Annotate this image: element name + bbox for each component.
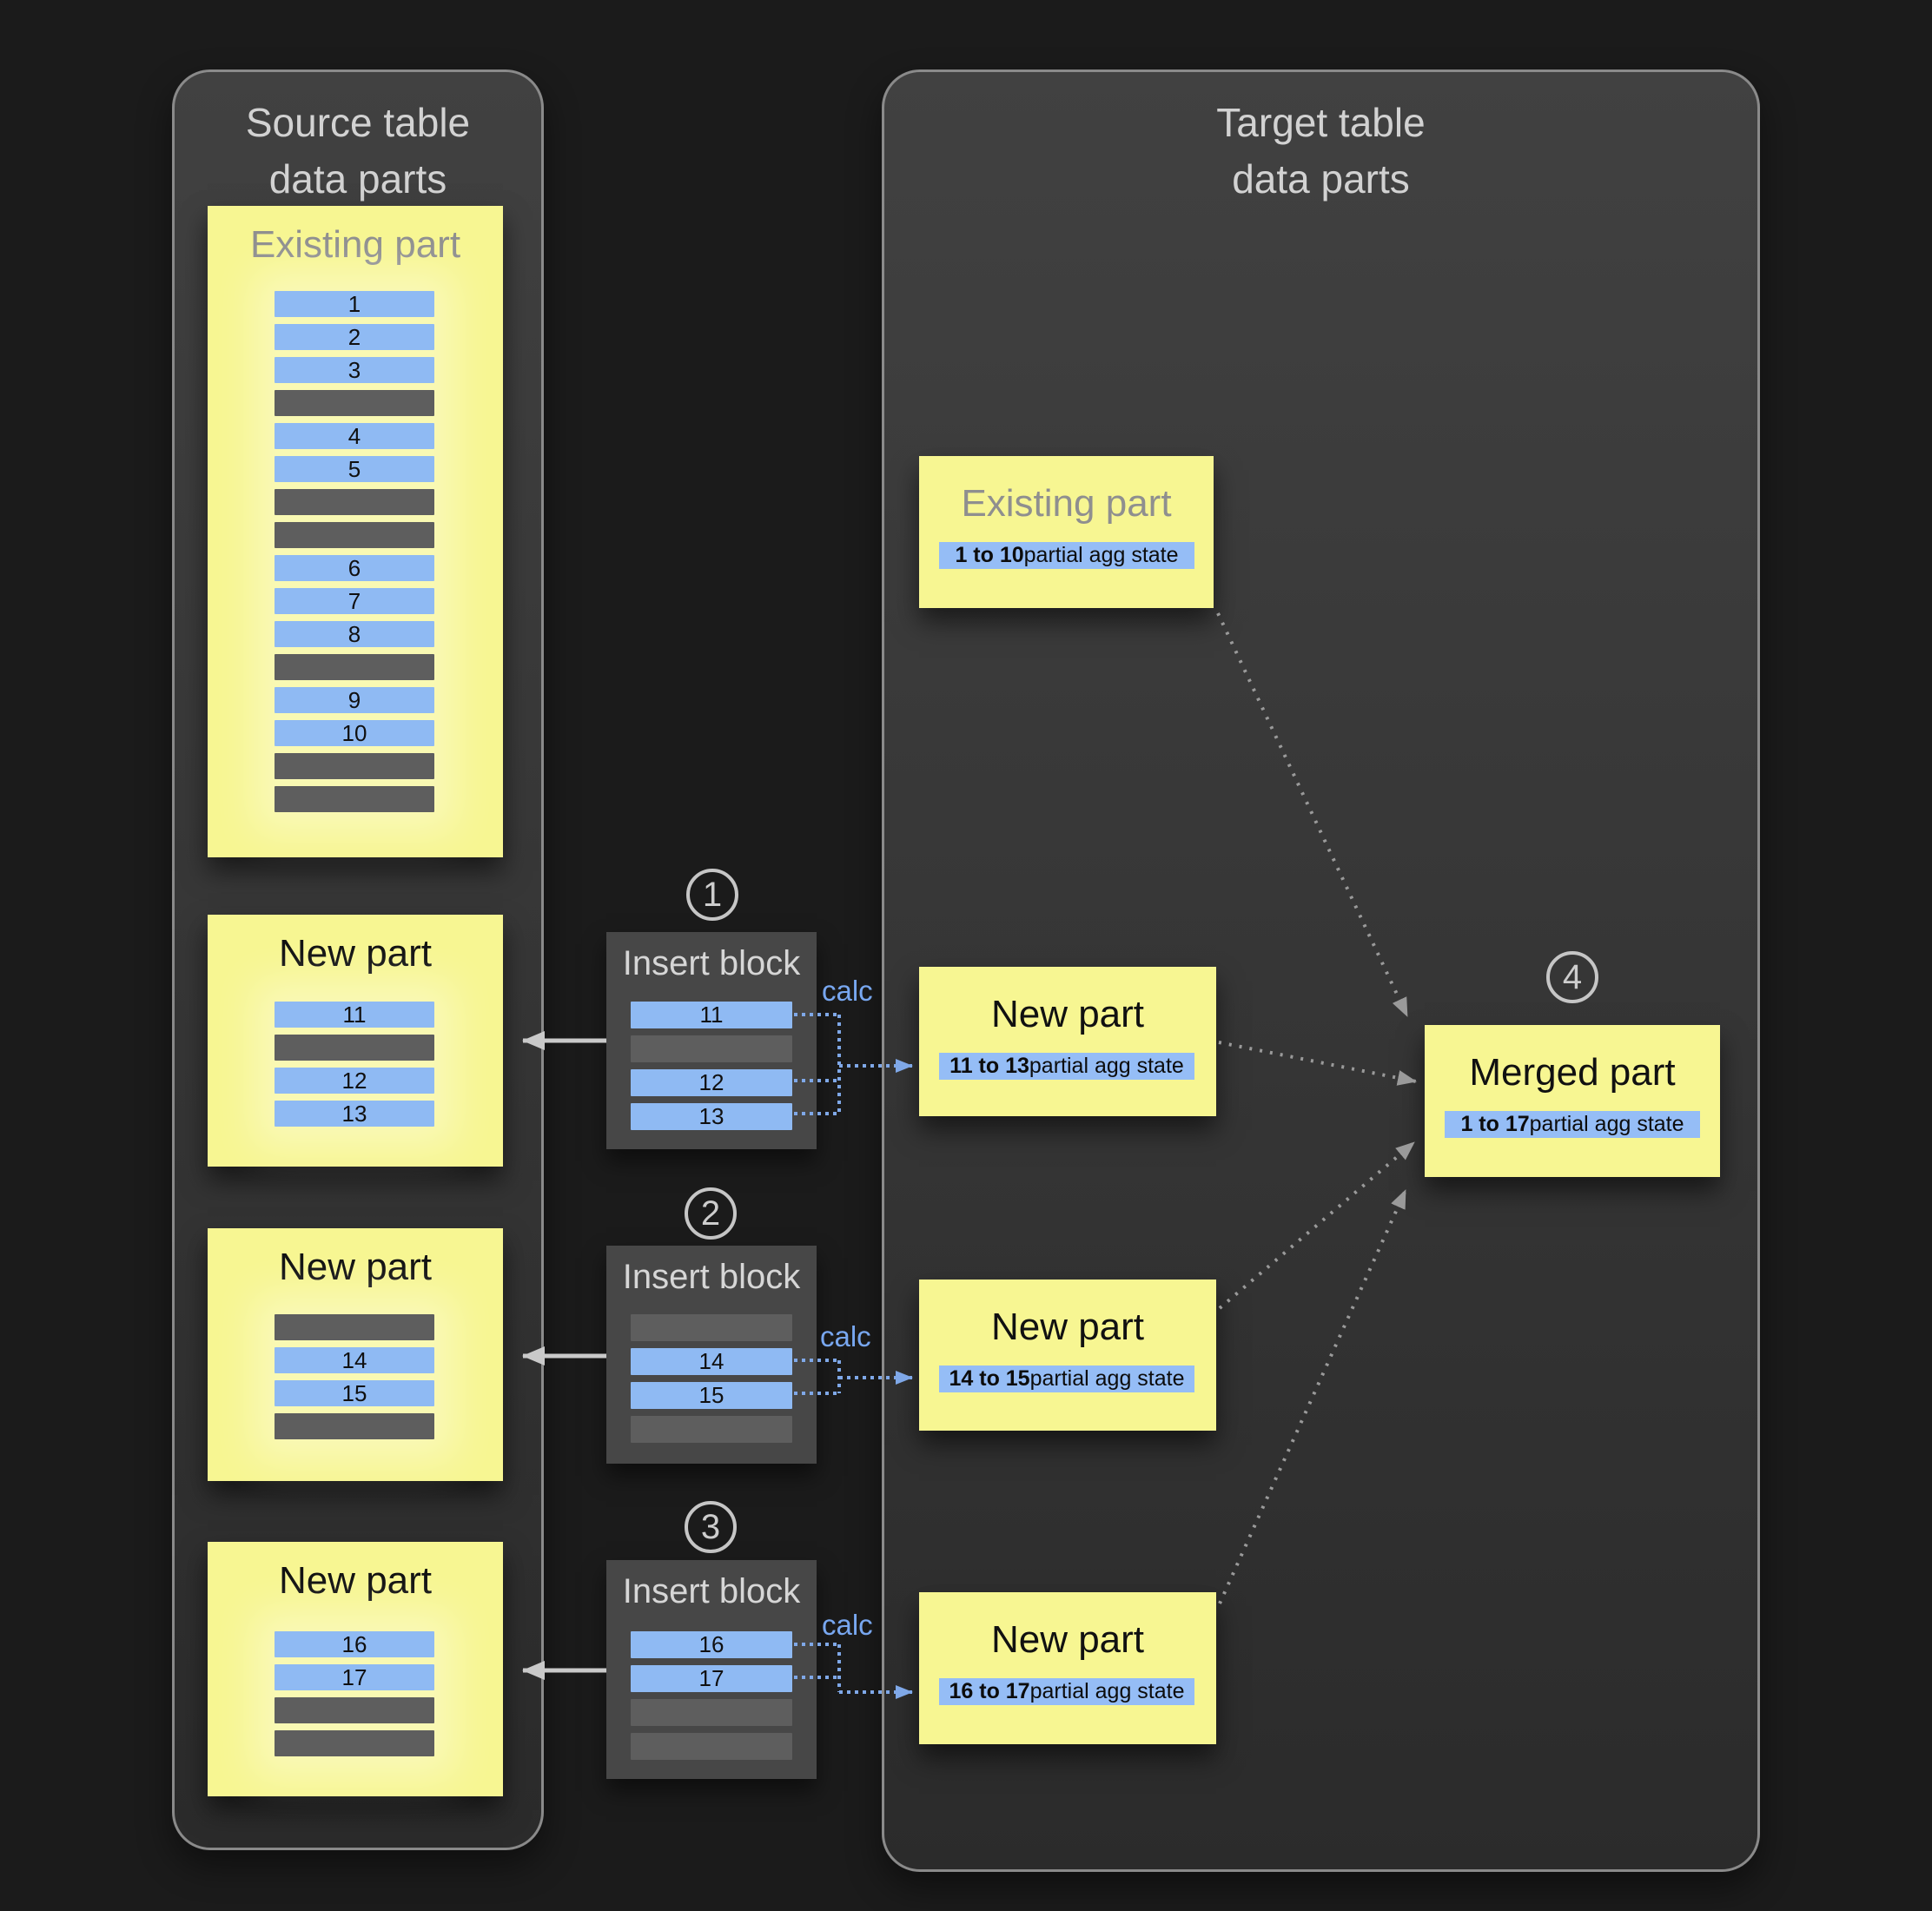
agg-label: partial agg state xyxy=(1023,543,1179,567)
data-row-15: 15 xyxy=(631,1382,792,1409)
insert-block-1-title: Insert block xyxy=(622,944,801,982)
source-existing-part-rows: 1 2 3 4 5 6 7 8 9 10 xyxy=(275,291,434,812)
data-row-empty xyxy=(631,1035,792,1062)
merged-part: Merged part 1 to 17 partial agg state xyxy=(1425,1025,1720,1177)
agg-range: 1 to 10 xyxy=(955,543,1024,567)
agg-state-strip-new-3: 16 to 17 partial agg state xyxy=(939,1678,1194,1705)
merged-part-title: Merged part xyxy=(1469,1051,1676,1094)
target-new-part-1: New part 11 to 13 partial agg state xyxy=(919,967,1216,1116)
target-new-part-3-title: New part xyxy=(990,1618,1145,1661)
data-row-empty xyxy=(275,753,434,779)
data-row-empty xyxy=(631,1416,792,1443)
calc-label-1: calc xyxy=(822,975,873,1007)
agg-range: 16 to 17 xyxy=(949,1679,1030,1703)
data-row-empty xyxy=(275,1413,434,1439)
data-row-13: 13 xyxy=(275,1101,434,1127)
data-row-5: 5 xyxy=(275,456,434,482)
source-panel-title-line2: data parts xyxy=(268,156,447,202)
data-row-16: 16 xyxy=(275,1631,434,1657)
target-panel-title: Target table data parts xyxy=(884,95,1757,208)
data-row-empty xyxy=(631,1699,792,1726)
data-row-9: 9 xyxy=(275,687,434,713)
agg-state-strip-existing: 1 to 10 partial agg state xyxy=(939,542,1194,569)
source-new-part-3-title: New part xyxy=(278,1559,433,1602)
data-row-4: 4 xyxy=(275,423,434,449)
source-panel-title-line1: Source table xyxy=(245,100,471,145)
agg-range: 1 to 17 xyxy=(1460,1112,1530,1136)
data-row-11: 11 xyxy=(631,1002,792,1028)
calc-label-2: calc xyxy=(820,1320,871,1352)
agg-state-strip-merged: 1 to 17 partial agg state xyxy=(1445,1111,1700,1138)
target-panel-title-line2: data parts xyxy=(1232,156,1410,202)
data-row-17: 17 xyxy=(275,1664,434,1690)
target-existing-part: Existing part 1 to 10 partial agg state xyxy=(919,456,1214,608)
data-row-15: 15 xyxy=(275,1380,434,1406)
agg-label: partial agg state xyxy=(1529,1112,1684,1136)
calc-label-3: calc xyxy=(822,1609,873,1641)
data-row-3: 3 xyxy=(275,357,434,383)
source-existing-part: Existing part 1 2 3 4 5 6 7 8 9 10 xyxy=(208,206,503,857)
data-row-16: 16 xyxy=(631,1631,792,1658)
data-row-12: 12 xyxy=(275,1068,434,1094)
data-row-empty xyxy=(275,1697,434,1723)
source-new-part-1: New part 11 12 13 xyxy=(208,915,503,1167)
insert-block-2-title: Insert block xyxy=(622,1258,801,1296)
target-new-part-2: New part 14 to 15 partial agg state xyxy=(919,1280,1216,1431)
data-row-empty xyxy=(275,654,434,680)
insert-block-3-title: Insert block xyxy=(622,1572,801,1610)
data-row-6: 6 xyxy=(275,555,434,581)
step-2-badge: 2 xyxy=(685,1187,737,1240)
step-4-badge: 4 xyxy=(1546,951,1598,1003)
insert-block-1: Insert block 11 12 13 xyxy=(606,932,817,1149)
data-row-10: 10 xyxy=(275,720,434,746)
agg-label: partial agg state xyxy=(1029,1054,1184,1078)
agg-range: 14 to 15 xyxy=(949,1366,1030,1391)
data-row-empty xyxy=(275,1730,434,1756)
agg-label: partial agg state xyxy=(1029,1679,1185,1703)
data-row-13: 13 xyxy=(631,1103,792,1130)
data-row-14: 14 xyxy=(275,1347,434,1373)
data-row-14: 14 xyxy=(631,1348,792,1375)
step-3-badge: 3 xyxy=(685,1501,737,1553)
agg-state-strip-new-2: 14 to 15 partial agg state xyxy=(939,1365,1194,1392)
data-row-empty xyxy=(631,1733,792,1760)
step-1-badge: 1 xyxy=(686,869,738,921)
data-row-12: 12 xyxy=(631,1069,792,1096)
data-row-empty xyxy=(275,1314,434,1340)
data-row-empty xyxy=(275,390,434,416)
data-row-17: 17 xyxy=(631,1665,792,1692)
agg-state-strip-new-1: 11 to 13 partial agg state xyxy=(939,1053,1194,1080)
source-panel-title: Source table data parts xyxy=(175,95,541,208)
data-row-11: 11 xyxy=(275,1002,434,1028)
data-row-empty xyxy=(275,489,434,515)
source-new-part-1-rows: 11 12 13 xyxy=(275,1002,434,1127)
data-row-2: 2 xyxy=(275,324,434,350)
data-row-empty xyxy=(631,1314,792,1341)
agg-range: 11 to 13 xyxy=(949,1054,1029,1078)
target-new-part-1-title: New part xyxy=(990,993,1145,1035)
target-panel-title-line1: Target table xyxy=(1216,100,1426,145)
agg-label: partial agg state xyxy=(1029,1366,1185,1391)
data-row-empty xyxy=(275,522,434,548)
source-existing-part-title: Existing part xyxy=(249,223,461,266)
data-row-8: 8 xyxy=(275,621,434,647)
target-new-part-3: New part 16 to 17 partial agg state xyxy=(919,1592,1216,1744)
data-row-empty xyxy=(275,1035,434,1061)
data-row-1: 1 xyxy=(275,291,434,317)
target-existing-part-title: Existing part xyxy=(961,482,1172,525)
insert-block-1-rows: 11 12 13 xyxy=(631,1002,792,1130)
data-row-7: 7 xyxy=(275,588,434,614)
target-new-part-2-title: New part xyxy=(990,1306,1145,1348)
source-new-part-1-title: New part xyxy=(278,932,433,975)
data-row-empty xyxy=(275,786,434,812)
source-new-part-2-title: New part xyxy=(278,1246,433,1288)
